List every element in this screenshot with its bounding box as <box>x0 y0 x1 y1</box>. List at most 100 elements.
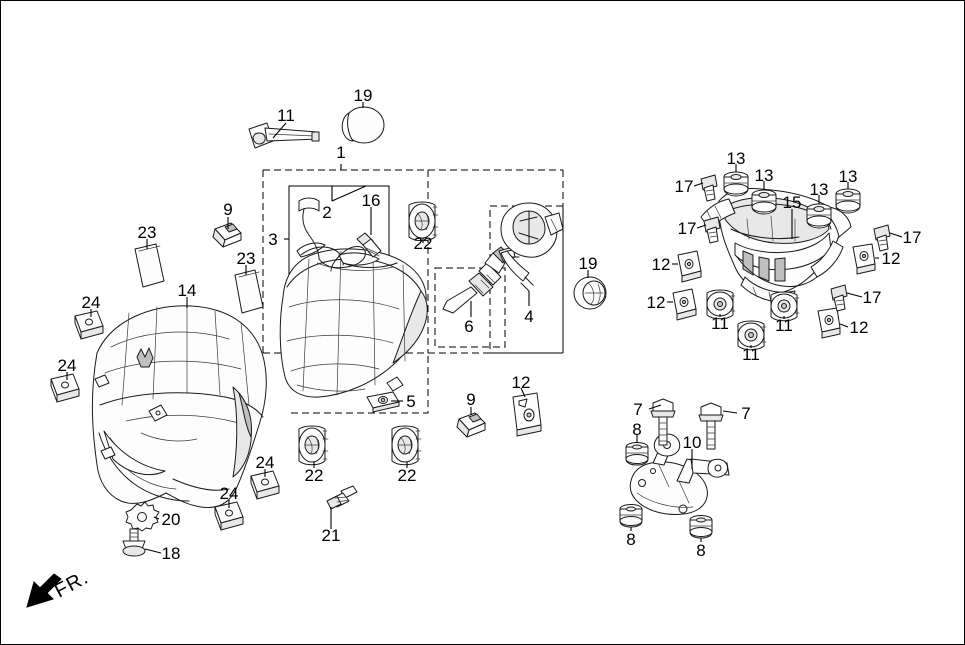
part-flange-bolt-18 <box>122 528 146 557</box>
callout-4: 4 <box>524 307 533 326</box>
part-cushion-pad-23-b <box>234 269 264 314</box>
callout-24-b: 24 <box>58 356 77 375</box>
callout-23-b: 23 <box>237 249 256 268</box>
leader-lines <box>66 102 903 554</box>
part-cushion-pad-23-a <box>134 243 165 288</box>
callout-11-b: 11 <box>711 314 729 333</box>
callout-13-c: 13 <box>810 180 829 199</box>
part-rubber-cap-top <box>341 106 385 144</box>
part-u-speed-nut-24-c <box>250 470 280 500</box>
group-box-5 <box>291 353 429 414</box>
callout-6: 6 <box>464 317 473 336</box>
part-headlight-bulb <box>442 246 520 314</box>
callout-9-b: 9 <box>466 390 475 409</box>
part-rubber-bushing-11-b <box>737 320 767 351</box>
part-screw-grommet-9-a <box>212 222 242 248</box>
callout-17-b: 17 <box>678 219 697 238</box>
callout-12-c: 12 <box>882 249 901 268</box>
callout-22-c: 22 <box>398 466 417 485</box>
part-rubber-bushing-11-c <box>770 291 800 322</box>
fr-label: FR. <box>51 566 92 602</box>
callout-13-b: 13 <box>755 166 774 185</box>
part-toothed-washer <box>125 501 160 532</box>
part-meter-grommet-13-d <box>835 188 861 214</box>
callout-21: 21 <box>322 526 341 545</box>
callout-13-d: 13 <box>839 167 858 186</box>
callout-12-d: 12 <box>850 318 869 337</box>
part-push-rivet-17-c <box>873 224 891 252</box>
callout-13-a: 13 <box>727 149 746 168</box>
part-u-speed-nut-24-b <box>50 373 80 403</box>
callout-10: 10 <box>683 433 702 452</box>
part-u-speed-nut-24-d <box>214 501 244 531</box>
part-wire-harness <box>298 197 366 272</box>
callout-8-c: 8 <box>696 541 705 560</box>
callout-7-a: 7 <box>633 400 642 419</box>
callout-8-a: 8 <box>632 420 641 439</box>
part-bulb-socket-holder <box>500 202 564 292</box>
callout-5: 5 <box>406 392 415 411</box>
callout-12-b: 12 <box>647 293 666 312</box>
callout-23-a: 23 <box>138 223 157 242</box>
callout-8-b: 8 <box>626 530 635 549</box>
orientation-marker: FR. <box>26 566 92 608</box>
part-clip-plate-12-a <box>677 250 702 283</box>
part-flange-bolt-21 <box>326 485 358 510</box>
part-clip-plate-12-b <box>672 288 697 321</box>
callout-15: 15 <box>783 193 802 212</box>
part-meter-grommet-13-b <box>751 189 777 215</box>
part-rubber-grommet-22-b <box>298 425 329 466</box>
part-rubber-grommet-22-a <box>408 201 439 242</box>
part-meter-stay-bracket <box>629 433 730 515</box>
part-meter-grommet-13-a <box>723 171 749 197</box>
callout-18: 18 <box>162 544 181 563</box>
callout-22-a: 22 <box>414 234 433 253</box>
part-meter-grommet-13-c <box>806 203 832 229</box>
callout-24-a: 24 <box>82 293 101 312</box>
part-front-cowl-fairing <box>91 305 267 508</box>
callout-17-a: 17 <box>675 177 694 196</box>
part-clip-nut-5 <box>366 391 400 413</box>
callout-3: 3 <box>268 230 277 249</box>
part-grommet-collar-8-c <box>689 515 713 539</box>
fr-arrow-icon <box>26 573 62 608</box>
callout-7-b: 7 <box>741 404 750 423</box>
callout-11-c: 11 <box>742 345 760 364</box>
part-clip-plate-12-e <box>512 392 542 437</box>
callout-24-c: 24 <box>256 453 275 472</box>
callout-numbers: 1 2 3 4 5 6 7 7 8 8 8 9 9 10 11 11 11 11… <box>58 86 922 563</box>
callout-16: 16 <box>362 191 381 210</box>
callout-12-e: 12 <box>512 373 531 392</box>
part-clip-plate-12-c <box>852 243 876 275</box>
callout-11-d: 11 <box>775 316 793 335</box>
callout-20: 20 <box>162 510 181 529</box>
part-flange-bolt-7-b <box>698 402 724 450</box>
callout-17-c: 17 <box>903 228 922 247</box>
callout-9-a: 9 <box>223 200 232 219</box>
part-flange-bolt-7-a <box>650 398 676 446</box>
part-clip-plate-12-d <box>817 307 841 339</box>
part-headlight-unit <box>279 242 428 398</box>
callout-19-b: 19 <box>579 254 598 273</box>
part-grommet-collar-8-b <box>619 504 643 528</box>
part-push-rivet-17-a <box>700 174 718 202</box>
callout-1: 1 <box>336 143 345 162</box>
part-mounting-band-strap <box>248 122 320 149</box>
group-box-6 <box>434 267 506 348</box>
callout-19-a: 19 <box>354 86 373 105</box>
callout-11-a: 11 <box>277 106 295 125</box>
callout-12-a: 12 <box>652 255 671 274</box>
callout-14: 14 <box>178 281 197 300</box>
part-push-rivet-17-d <box>830 284 848 312</box>
part-rubber-cap-center <box>573 276 607 310</box>
callout-22-b: 22 <box>305 466 324 485</box>
part-u-speed-nut-24-a <box>74 310 104 340</box>
part-tapping-screw <box>356 232 382 258</box>
part-screw-grommet-9-b <box>456 412 486 438</box>
callout-2: 2 <box>322 203 331 222</box>
callout-17-d: 17 <box>863 288 882 307</box>
callout-24-d: 24 <box>220 484 239 503</box>
part-push-rivet-17-b <box>703 216 721 244</box>
